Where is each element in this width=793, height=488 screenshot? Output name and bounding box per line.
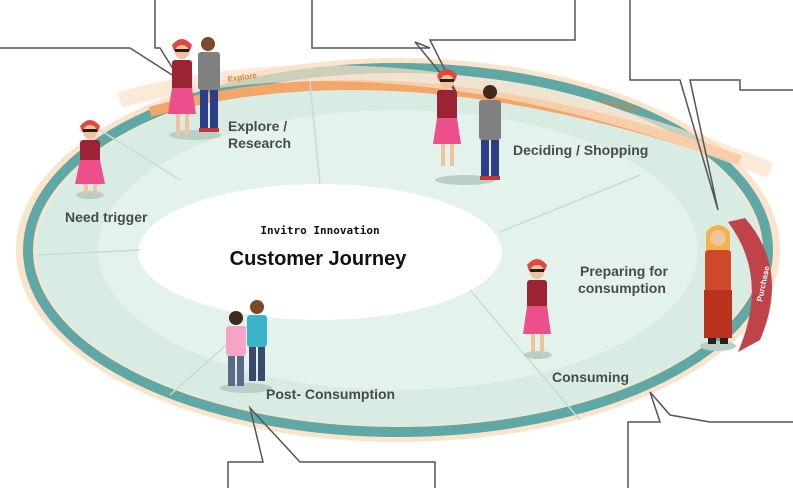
stage-label-need-trigger: Need trigger	[65, 209, 148, 225]
stage-label-preparing-line2: consumption	[578, 280, 666, 296]
center-subtitle: Invitro Innovation	[260, 224, 379, 237]
stage-label-explore-line1: Explore /	[228, 118, 287, 134]
teal-ring	[23, 63, 773, 437]
segment-dividers	[37, 81, 641, 421]
couple-post-consumption-figure	[220, 300, 272, 393]
center-ellipse	[138, 184, 502, 320]
ring-label-explore: Explore	[227, 71, 258, 84]
stage-label-preparing-line1: Preparing for	[580, 263, 668, 279]
woman-need-trigger-figure	[75, 120, 105, 199]
couple-deciding-figure	[433, 69, 501, 185]
stage-label-deciding-shopping: Deciding / Shopping	[513, 142, 648, 158]
stage-label-post-consumption: Post- Consumption	[266, 386, 395, 402]
center-title: Customer Journey	[230, 248, 408, 270]
couple-explore-figure	[168, 37, 221, 140]
stage-label-explore-line2: Research	[228, 135, 291, 151]
woman-consuming-figure	[523, 259, 552, 359]
purchase-band	[728, 218, 772, 352]
stage-label-consuming: Consuming	[552, 369, 629, 385]
woman-preparing-figure	[700, 225, 736, 351]
